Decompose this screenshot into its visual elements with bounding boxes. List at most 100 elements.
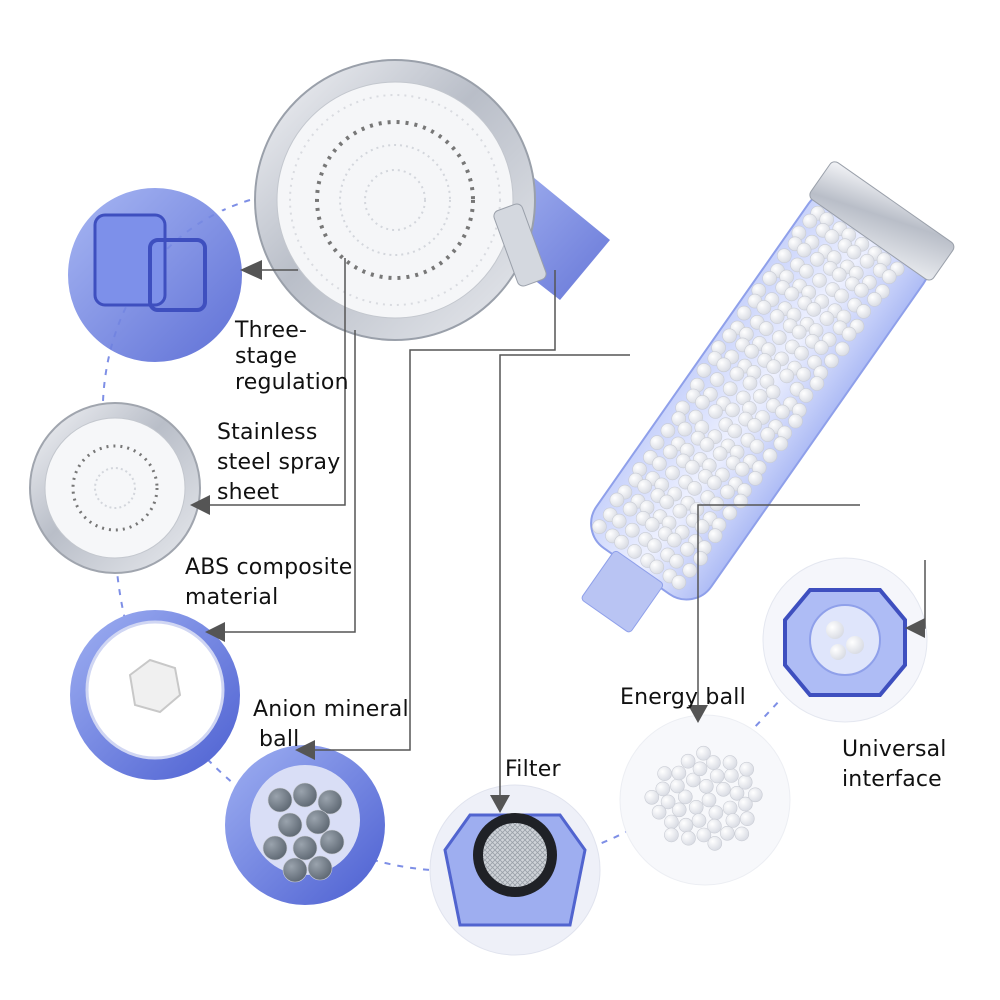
ball <box>736 305 752 321</box>
ball <box>708 404 723 419</box>
ball <box>664 827 679 843</box>
ball <box>680 753 696 769</box>
ball <box>660 794 676 810</box>
ball <box>665 465 680 481</box>
ball <box>267 787 293 813</box>
ball <box>729 366 745 382</box>
ball <box>696 827 712 843</box>
ball <box>716 781 731 797</box>
label-line: interface <box>842 767 942 792</box>
ball <box>671 574 687 590</box>
label-line: ball <box>259 727 300 752</box>
ball <box>649 435 665 450</box>
ball <box>716 357 732 373</box>
ball <box>622 501 638 517</box>
label-line: sheet <box>217 480 280 505</box>
ball <box>709 496 725 512</box>
ball <box>859 253 875 269</box>
ball <box>664 814 679 830</box>
ball <box>688 799 704 815</box>
ball <box>707 475 722 491</box>
ball <box>319 829 345 855</box>
ball <box>670 778 685 794</box>
universal-thumbnail <box>762 557 928 723</box>
ball <box>760 427 776 442</box>
ball <box>712 446 728 462</box>
ball <box>317 789 343 815</box>
ball <box>687 481 702 496</box>
ball <box>307 855 333 881</box>
ball <box>834 288 849 304</box>
ball <box>624 522 640 538</box>
ball <box>677 789 693 805</box>
ball <box>854 282 869 298</box>
spray-sheet-thumbnail <box>29 402 201 574</box>
ball <box>824 353 839 369</box>
ball <box>788 413 803 429</box>
ball <box>701 792 717 808</box>
ball <box>722 328 737 344</box>
ball <box>709 768 725 784</box>
ball <box>707 818 722 834</box>
ball <box>695 394 710 410</box>
ball <box>747 418 762 433</box>
ball <box>707 836 723 851</box>
ball <box>766 359 782 375</box>
filter-thumbnail <box>429 784 601 956</box>
abs-thumbnail <box>70 610 240 780</box>
ball <box>762 271 777 286</box>
ball <box>292 835 318 861</box>
ball <box>659 494 675 510</box>
ball <box>305 809 331 835</box>
leader-lines <box>210 258 926 795</box>
ball <box>806 302 822 317</box>
ball <box>719 825 735 841</box>
ball <box>644 517 660 532</box>
three-stage-thumbnail <box>62 182 248 368</box>
ball <box>611 513 627 529</box>
ball <box>669 553 684 569</box>
ball <box>694 519 710 534</box>
ball <box>698 778 714 794</box>
ball <box>682 563 698 578</box>
anion-thumbnail <box>225 745 385 905</box>
ball <box>769 309 785 324</box>
ball <box>756 300 772 315</box>
ball <box>727 423 743 439</box>
ball <box>824 229 840 244</box>
ball <box>722 800 738 816</box>
label-line: regulation <box>235 370 349 395</box>
ball <box>737 774 753 790</box>
label-line: Universal <box>842 737 947 762</box>
ball <box>749 439 765 454</box>
label-filter: Filter <box>505 757 561 783</box>
ball <box>752 389 768 404</box>
ball <box>747 787 763 803</box>
ball <box>693 551 708 566</box>
ball <box>779 368 795 384</box>
ball <box>724 768 739 783</box>
ball <box>799 263 814 279</box>
ball <box>773 436 789 452</box>
label-anion-mineral-ball: Anion mineral ball <box>253 695 409 755</box>
ball <box>681 830 696 846</box>
label-line: stage <box>235 344 298 369</box>
ball <box>647 538 662 554</box>
ball <box>660 423 676 438</box>
ball <box>846 244 862 260</box>
label-three-stage-regulation: Three- stage regulation <box>235 318 349 396</box>
ball <box>692 761 708 777</box>
ball <box>685 772 701 788</box>
ball <box>666 532 682 548</box>
label-line: ABS composite <box>185 555 353 580</box>
ball <box>733 493 749 509</box>
ball <box>765 384 781 400</box>
ball <box>809 251 825 267</box>
ball <box>775 404 790 420</box>
ball <box>277 812 303 838</box>
ball <box>651 804 667 820</box>
ball <box>742 375 758 391</box>
ball <box>699 437 715 452</box>
ball <box>881 269 897 285</box>
